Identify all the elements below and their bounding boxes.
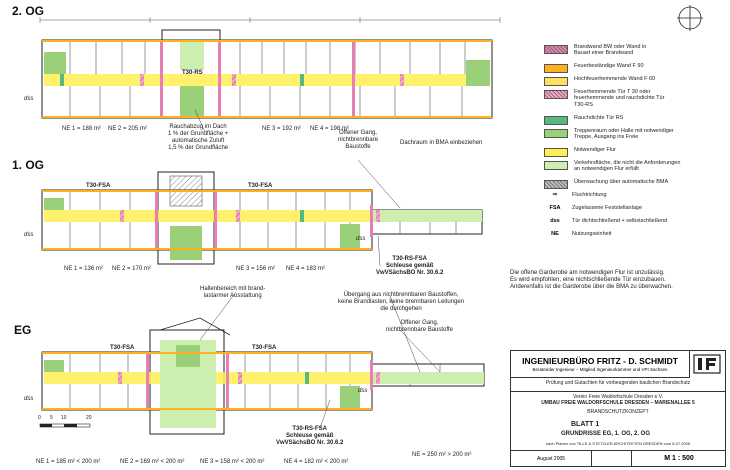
note-uebergang: Übergang aus nichtbrennbaren Baustoffen,… [338,292,465,312]
legend-item: Treppenraum oder Halle mit notwendiger T… [544,128,726,141]
area-1og-ne1: NE 1 = 136 m² [64,266,103,272]
plan-eg [41,317,485,435]
sheet-number: BLATT 1 [571,421,600,428]
legend-text: Überwachung über automatische BMA [574,179,669,185]
plan-1og [41,171,483,265]
floor-title-1og: 1. OG [12,158,45,172]
date-text: August 2005 [511,451,592,467]
firm-logo-icon [693,354,721,374]
legend-swatch [544,90,568,99]
legend-item: Brandwand BW oder Wand in Bauart einer B… [544,44,726,57]
concept-text: BRANDSCHUTZKONZEPT [587,409,649,415]
legend-item: Überwachung über automatische BMA [544,179,726,189]
area-2og-ne3: NE 3 = 192 m² [262,126,301,132]
escape-arrow-icon: ⇨ [552,192,558,198]
door-label-dss-eg: dss [24,396,34,402]
scale-label-0: 0 [38,415,41,421]
area-1og-ne3: NE 3 = 156 m² [236,266,275,272]
legend-item: Feuerhemmende Tür T 30 oder feuerhemmend… [544,89,726,108]
firm-name: INGENIEURBÜRO FRITZ - D. SCHMIDT [522,356,678,366]
compass-icon [677,5,703,31]
door-label-dss-1og: dss [24,232,34,238]
legend-item: NE Nutzungseinheit [544,231,726,237]
scale-text: M 1 : 500 [631,451,726,467]
legend-text: Nutzungseinheit [572,231,612,237]
legend-swatch [544,180,568,189]
legend-swatch [544,148,568,157]
legend-swatch [544,116,568,125]
project-text: UMBAU FREIE WALDORFSCHULE DRESDEN – MARI… [541,400,695,406]
legend-key: NE [551,231,559,237]
legend-item: FSA Zugelassene Feststellanlage [544,205,726,211]
legend-text: Fluchtrichtung [572,192,607,198]
note-rauchabzug: Rauchabzug im Dach 1 % der Grundfläche +… [168,124,229,151]
legend-item: Feuerbeständige Wand F 90 [544,63,726,73]
door-label-t30fsa-1og-2: T30-FSA [248,183,273,189]
area-2og-ne4: NE 4 = 198 m² [310,126,349,132]
legend-item: Notwendiger Flur [544,147,726,157]
door-label-t30rs: T30-RS [182,70,203,76]
legend-item: Hochfeuerhemmende Wand F 60 [544,76,726,86]
legend-text: Notwendiger Flur [574,147,616,153]
basis-text: nach Plänen von TILLE & STETZLER ARCHITE… [545,441,691,446]
legend-text: Feuerhemmende Tür T 30 oder feuerhemmend… [574,89,665,108]
door-label-t30fsa-1og: T30-FSA [86,183,111,189]
legend-text: Rauchdichte Tür RS [574,115,624,121]
legend-item: Rauchdichte Tür RS [544,115,726,125]
legend-key: dss [550,218,560,224]
area-2og-ne2: NE 2 = 205 m² [108,126,147,132]
door-label-t30fsa-eg: T30-FSA [110,345,135,351]
note-dachraum: Dachraum in BMA einbeziehen [400,140,483,146]
legend-text: Tür dichtschließend + selbstschließend [572,218,668,224]
area-1og-ne2: NE 2 = 170 m² [112,266,151,272]
area-eg-ne1: NE 1 = 185 m² < 200 m² [36,459,101,465]
note-garderobe: Die offene Garderobe am notwendigen Flur… [510,270,673,290]
legend-text: Zugelassene Feststellanlage [572,205,643,211]
note-offener-gang-2og: Offener Gang, nichtbrennbare Baustoffe [338,130,379,150]
scale-label-5: 5 [50,415,53,421]
legend-swatch [544,77,568,86]
legend-swatch [544,161,568,170]
area-eg-ne4: NE 4 = 182 m² < 200 m² [284,459,349,465]
door-label-dss-eg-2: dss [358,388,368,394]
legend-item: dss Tür dichtschließend + selbstschließen… [544,218,726,224]
floor-title-eg: EG [14,323,32,337]
area-eg-ne: NE = 250 m² > 200 m² [412,452,472,458]
floor-title-2og: 2. OG [12,4,45,18]
legend-text: Verkehrsfläche, die nicht die Anforderun… [574,160,681,173]
legend-text: Treppenraum oder Halle mit notwendiger T… [574,128,674,141]
area-eg-ne2: NE 2 = 169 m² < 200 m² [120,459,185,465]
legend-text: Brandwand BW oder Wand in Bauart einer B… [574,44,647,57]
sheet-content: GRUNDRISSE EG, 1. OG, 2. OG [561,431,651,437]
area-1og-ne4: NE 4 = 183 m² [286,266,325,272]
legend-swatch [544,129,568,138]
legend-item: ⇨ Fluchtrichtung [544,192,726,198]
note-offener-gang-eg: Offener Gang, nichtbrennbare Baustoffe [386,320,453,333]
title-block: INGENIEURBÜRO FRITZ - D. SCHMIDT Beraten… [510,350,726,467]
client-text: Verein Freie Waldorfschule Dresden e.V. [511,391,725,400]
door-label-dss-2og: dss [24,96,34,102]
area-eg-ne3: NE 3 = 158 m² < 200 m² [200,459,265,465]
legend-item: Verkehrsfläche, die nicht die Anforderun… [544,160,726,173]
services-text: Prüfung und Gutachten für vorbeugenden b… [545,380,691,386]
note-schleuse-eg: T30-RS-FSA Schleuse gemäß VwVSächsBO Nr.… [276,426,344,446]
scale-bar [39,423,91,428]
legend-key: FSA [549,205,561,211]
legend-swatch [544,64,568,73]
area-2og-ne1: NE 1 = 188 m² [62,126,101,132]
door-label-t30fsa-eg-2: T30-FSA [252,345,277,351]
scale-label-20: 20 [86,415,92,421]
door-label-dss-1og-2: dss [356,236,366,242]
note-schleuse-1og: T30-RS-FSA Schleuse gemäß VwVSächsBO Nr.… [376,256,444,276]
note-hallenbereich: Hallenbereich mit brand- lastarmer Ausst… [200,286,266,299]
legend-swatch [544,45,568,54]
legend-text: Feuerbeständige Wand F 90 [574,63,644,69]
plan-2og [41,29,493,119]
legend-text: Hochfeuerhemmende Wand F 60 [574,76,656,82]
scale-label-10: 10 [61,415,67,421]
firm-subtitle: Beratender Ingenieur – Mitglied Ingenieu… [532,367,668,372]
